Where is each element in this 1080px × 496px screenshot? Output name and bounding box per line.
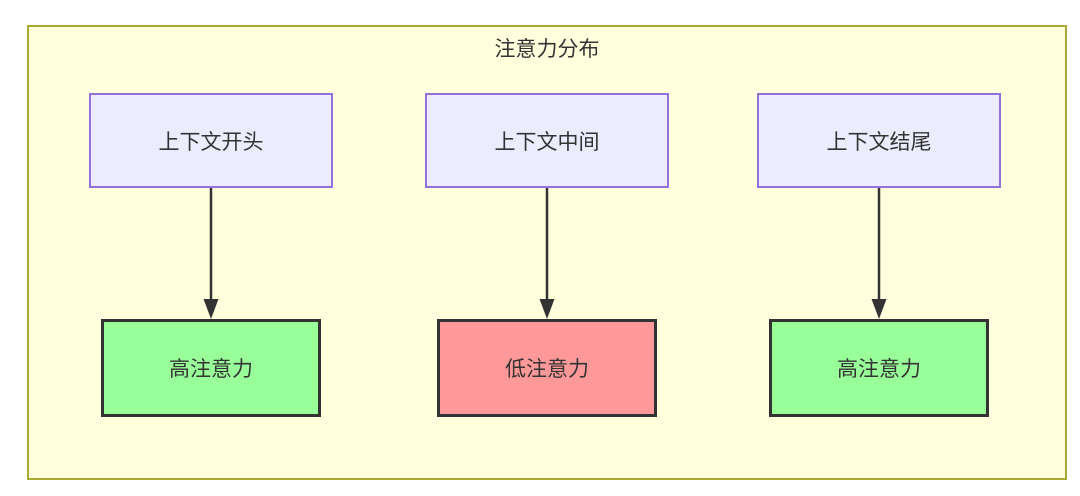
arrow-down-icon (539, 188, 555, 319)
source-node-label: 上下文开头 (158, 130, 264, 154)
source-node-context-start: 上下文开头 (89, 93, 333, 188)
source-node-label: 上下文中间 (494, 130, 600, 154)
diagram-title: 注意力分布 (494, 38, 600, 61)
edge-arrow (200, 188, 222, 319)
source-node-context-end: 上下文结尾 (757, 93, 1001, 188)
arrow-down-icon (203, 188, 219, 319)
target-node-label: 高注意力 (169, 358, 253, 381)
arrow-down-icon (871, 188, 887, 319)
edge-arrow (536, 188, 558, 319)
target-node-high-attention: 高注意力 (769, 319, 989, 417)
source-node-label: 上下文结尾 (826, 130, 932, 154)
edge-arrow (868, 188, 890, 319)
target-node-high-attention: 高注意力 (101, 319, 321, 417)
source-node-context-middle: 上下文中间 (425, 93, 669, 188)
target-node-label: 低注意力 (505, 358, 589, 381)
target-node-low-attention: 低注意力 (437, 319, 657, 417)
target-node-label: 高注意力 (837, 358, 921, 381)
